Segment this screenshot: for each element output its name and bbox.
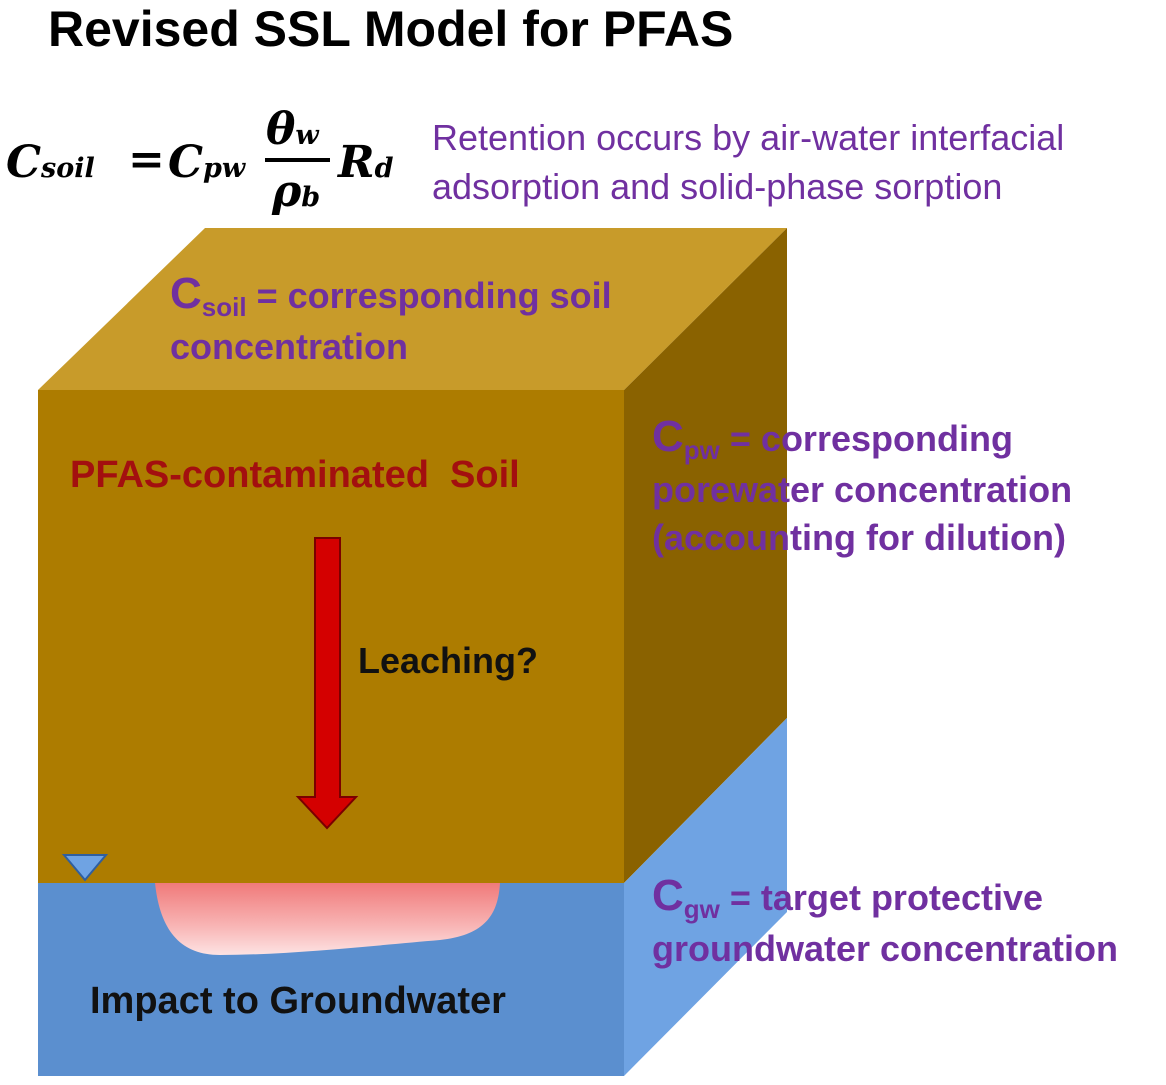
pfas-soil-label: PFAS-contaminated Soil — [70, 454, 520, 496]
eq-r-d: Rd — [338, 137, 394, 188]
eq-theta-w: θw — [266, 104, 319, 155]
c-pw-line-2: porewater concentration — [652, 469, 1073, 510]
retention-note: Retention occurs by air-water interfacia… — [432, 113, 1064, 211]
c-gw-line-2: groundwater concentration — [652, 928, 1119, 969]
page-title: Revised SSL Model for PFAS — [48, 1, 734, 57]
c-pw-line-1: Cpw = corresponding — [652, 412, 1013, 466]
soil-top-face — [38, 228, 787, 390]
c-gw-note: Cgw = target protective groundwater conc… — [652, 872, 1118, 973]
water-table-marker-icon — [61, 854, 109, 882]
c-soil-note: Csoil = corresponding soil concentration — [170, 270, 612, 371]
c-soil-line-1: Csoil = corresponding soil — [170, 269, 612, 323]
c-pw-line-3: (accounting for dilution) — [652, 517, 1066, 558]
eq-c-soil: Csoil — [6, 137, 95, 188]
leaching-arrow-icon — [295, 537, 359, 830]
c-pw-note: Cpw = corresponding porewater concentrat… — [652, 413, 1072, 562]
soil-side-face — [624, 228, 787, 883]
eq-rho-b: ρb — [272, 166, 321, 217]
leaching-label: Leaching? — [358, 640, 539, 681]
groundwater-impact-label: Impact to Groundwater — [90, 980, 506, 1022]
retention-line-2: adsorption and solid-phase sorption — [432, 166, 1003, 207]
eq-fraction-bar — [265, 158, 330, 162]
eq-c-pw: Cpw — [168, 137, 246, 188]
c-gw-line-1: Cgw = target protective — [652, 871, 1043, 925]
c-soil-line-2: concentration — [170, 326, 409, 367]
eq-equals: = — [128, 134, 165, 185]
groundwater-side-face — [624, 718, 787, 1076]
retention-line-1: Retention occurs by air-water interfacia… — [432, 117, 1065, 158]
pfas-plume — [155, 883, 500, 955]
